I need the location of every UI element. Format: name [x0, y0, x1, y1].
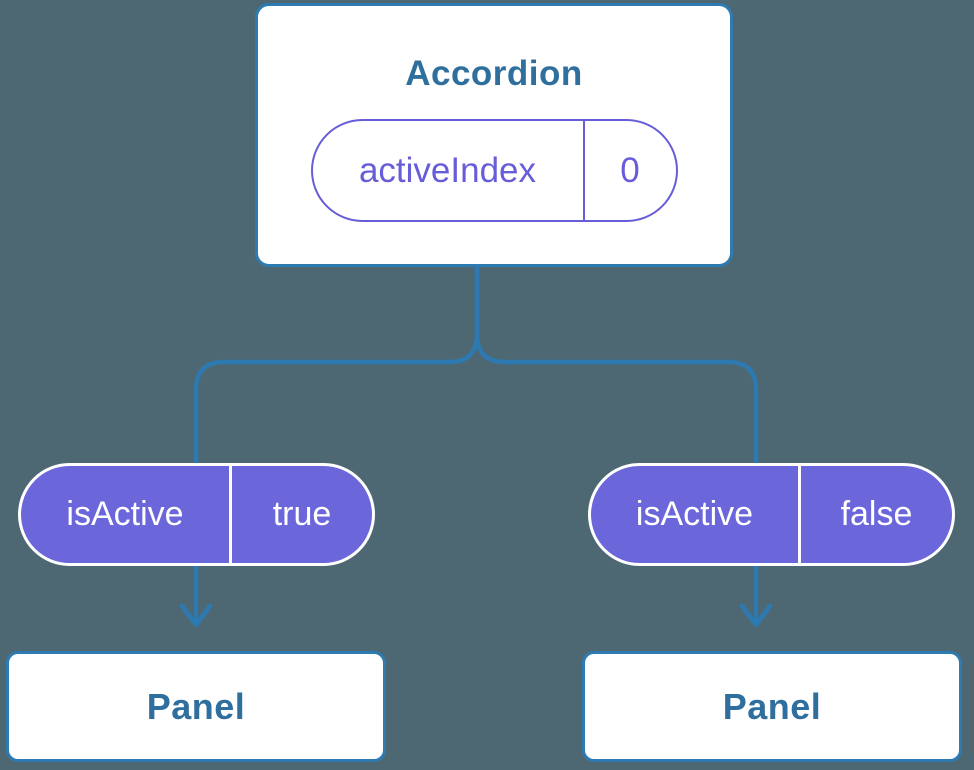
panel-node-right: Panel: [582, 651, 962, 762]
accordion-node: Accordion activeIndex 0: [255, 3, 733, 267]
panel-right-label: Panel: [722, 685, 822, 727]
prop-pill-left: isActive true: [18, 463, 375, 566]
down-arrow-right-icon: [739, 561, 773, 628]
down-arrow-left-icon: [179, 561, 213, 628]
state-pill-name: activeIndex: [313, 121, 585, 220]
state-pill-value: 0: [620, 150, 640, 190]
prop-pill-right-name: isActive: [591, 466, 801, 563]
prop-pill-right: isActive false: [588, 463, 955, 566]
panel-left-label: Panel: [146, 685, 246, 727]
connector-root-to-left: [193, 262, 480, 467]
prop-pill-right-value: false: [840, 495, 913, 533]
accordion-node-title: Accordion: [405, 54, 583, 93]
panel-node-left: Panel: [6, 651, 386, 762]
connector-root-to-right: [474, 262, 759, 467]
state-pill-activeindex: activeIndex 0: [310, 119, 678, 222]
prop-pill-left-name: isActive: [21, 466, 232, 563]
prop-pill-left-value: true: [272, 495, 332, 533]
arrow-left-head: [179, 603, 213, 628]
arrow-right-head: [739, 603, 773, 628]
